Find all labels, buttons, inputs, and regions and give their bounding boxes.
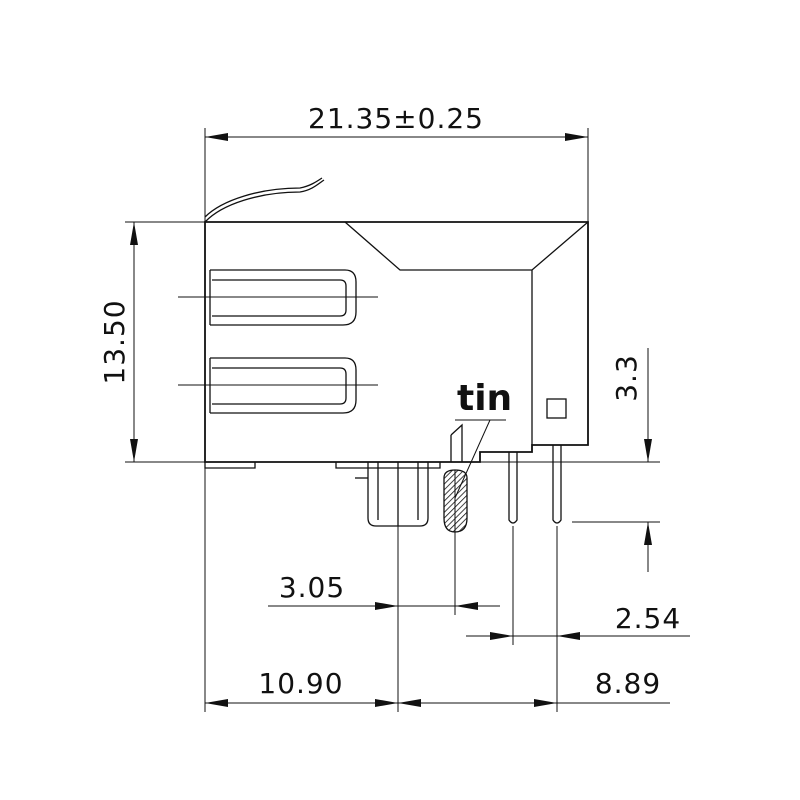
lower-spring-contact bbox=[178, 357, 378, 414]
post-to-pin-label: 3.05 bbox=[279, 571, 345, 604]
dimension-overall-width: 21.35±0.25 bbox=[205, 102, 588, 141]
pin-height-label: 3.3 bbox=[610, 354, 643, 402]
upper-spring-contact bbox=[178, 269, 378, 326]
dimension-pin-pitch: 2.54 bbox=[466, 602, 690, 640]
connector-body bbox=[204, 177, 589, 469]
overall-height-label: 13.50 bbox=[98, 299, 131, 384]
signal-pins bbox=[508, 445, 562, 524]
tin-label: tin bbox=[457, 378, 512, 419]
tin-callout: tin bbox=[454, 378, 512, 499]
dimension-post-to-pin: 3.05 bbox=[268, 571, 500, 610]
overall-width-label: 21.35±0.25 bbox=[308, 102, 484, 135]
mounting-post bbox=[355, 462, 429, 527]
dimension-overall-height: 13.50 bbox=[98, 222, 138, 462]
dimension-post-to-rear-pin: 8.89 bbox=[398, 667, 670, 707]
left-to-post-label: 10.90 bbox=[258, 667, 343, 700]
dimension-pin-height: 3.3 bbox=[610, 348, 652, 572]
dimension-left-to-post: 10.90 bbox=[205, 667, 398, 707]
tinned-pin bbox=[443, 423, 468, 536]
pin-pitch-label: 2.54 bbox=[615, 602, 681, 635]
extension-lines bbox=[125, 128, 660, 712]
post-to-rear-pin-label: 8.89 bbox=[595, 667, 661, 700]
